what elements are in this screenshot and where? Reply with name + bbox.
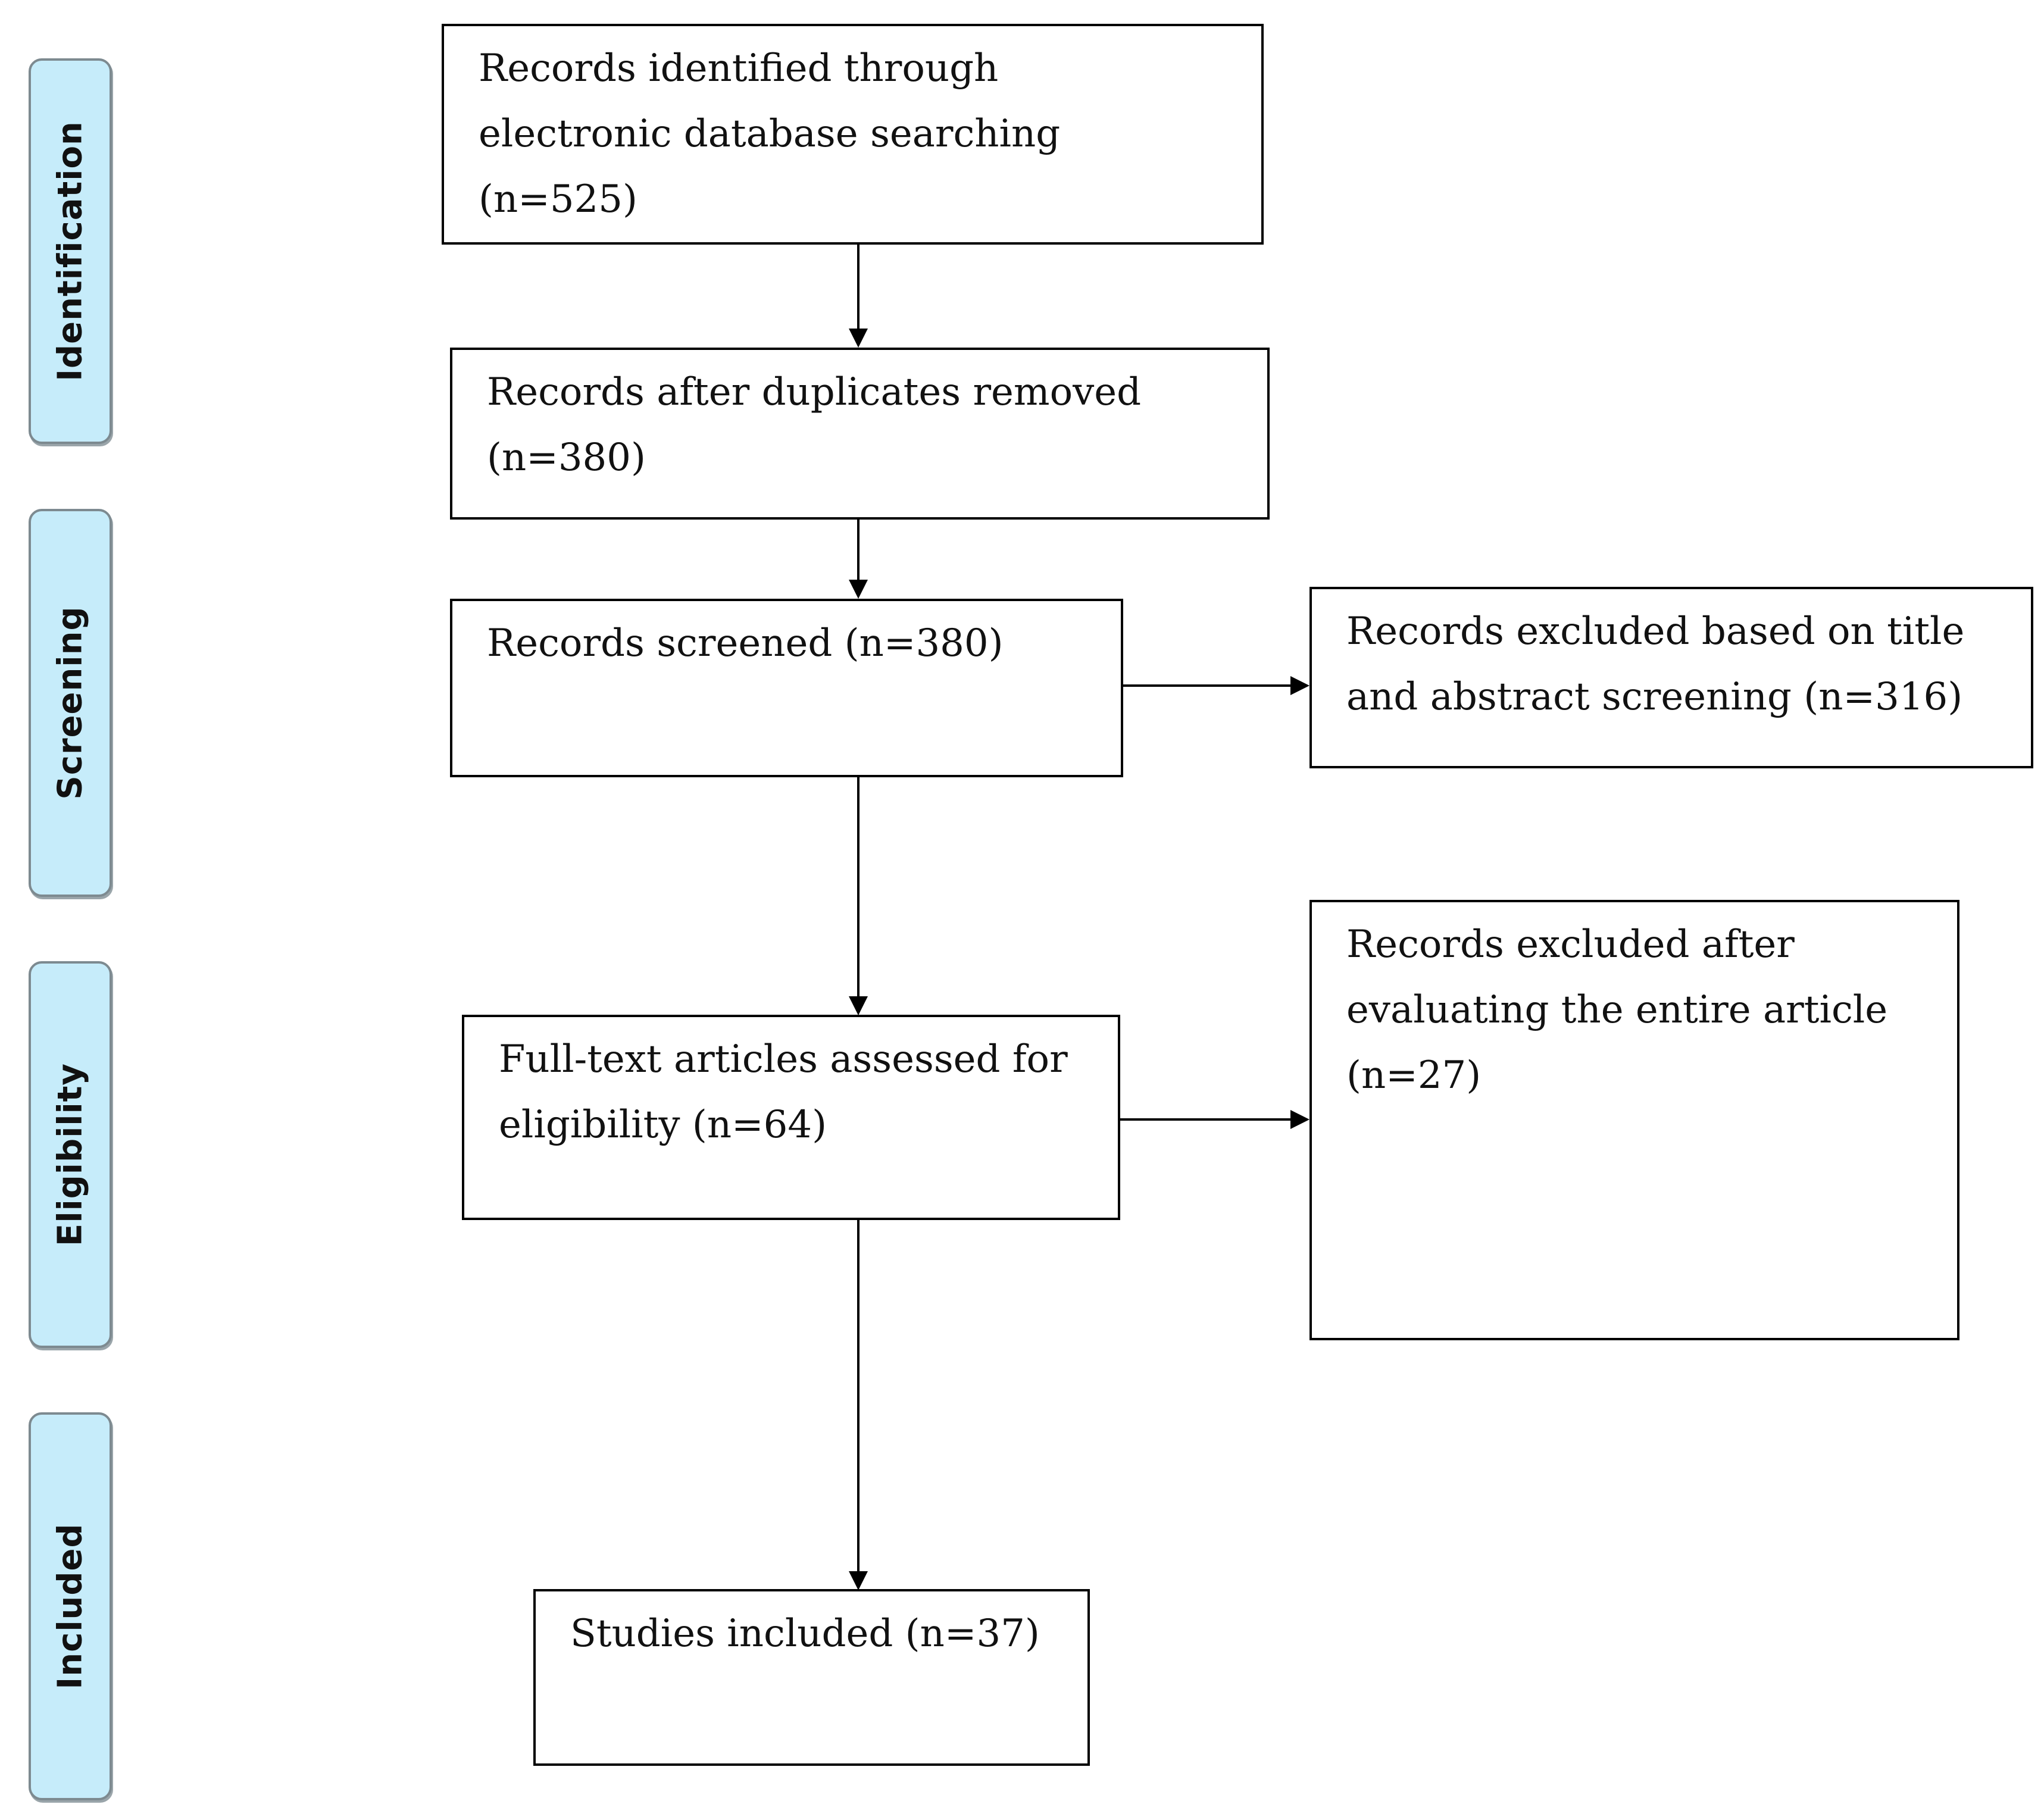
box-excluded-screening: Records excluded based on title and abst… (1309, 587, 2033, 768)
box-duplicates-removed-line1: Records after duplicates removed (487, 370, 1142, 414)
box-excluded-full-text-line3: (n=27) (1346, 1053, 1482, 1097)
box-records-screened: Records screened (n=380) (450, 599, 1123, 777)
box-records-identified-line2: electronic database searching (479, 112, 1061, 156)
box-studies-included-line1: Studies included (n=37) (570, 1612, 1040, 1656)
box-full-text-assessed-line2: eligibility (n=64) (499, 1103, 827, 1147)
box-duplicates-removed-line2: (n=380) (487, 436, 646, 480)
box-records-screened-line1: Records screened (n=380) (487, 621, 1004, 665)
box-full-text-assessed: Full-text articles assessed for eligibil… (462, 1015, 1120, 1220)
box-excluded-full-text-line1: Records excluded after (1346, 922, 1795, 967)
box-duplicates-removed: Records after duplicates removed (n=380) (450, 348, 1270, 520)
stage-screening: Screening (29, 509, 112, 897)
box-studies-included: Studies included (n=37) (533, 1589, 1090, 1766)
box-records-identified-line3: (n=525) (479, 177, 637, 221)
box-records-identified-line1: Records identified through (479, 46, 999, 90)
stage-included: Included (29, 1412, 112, 1800)
stage-identification: Identification (29, 58, 112, 444)
box-excluded-screening-line1: Records excluded based on title (1346, 609, 1965, 653)
box-excluded-full-text-line2: evaluating the entire article (1346, 988, 1888, 1032)
stage-eligibility: Eligibility (29, 961, 112, 1348)
box-records-identified: Records identified through electronic da… (442, 24, 1264, 245)
box-full-text-assessed-line1: Full-text articles assessed for (499, 1037, 1068, 1081)
box-excluded-full-text: Records excluded after evaluating the en… (1309, 900, 1959, 1340)
box-excluded-screening-line2: and abstract screening (n=316) (1346, 675, 1963, 719)
